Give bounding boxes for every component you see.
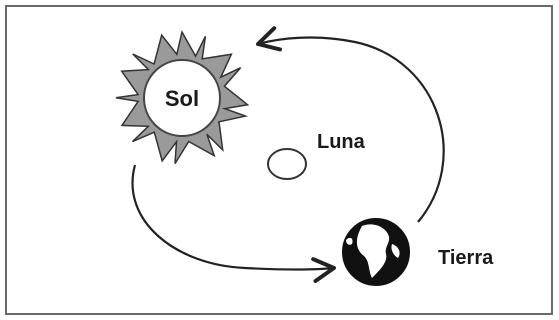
earth-globe-icon [343, 219, 409, 285]
orbit-arrow-upper [258, 38, 444, 222]
earth-label: Tierra [438, 247, 494, 269]
orbit-arrow-lower [133, 165, 334, 270]
moon-label: Luna [317, 131, 366, 153]
sun-label: Sol [165, 86, 199, 111]
moon-icon [268, 149, 306, 179]
